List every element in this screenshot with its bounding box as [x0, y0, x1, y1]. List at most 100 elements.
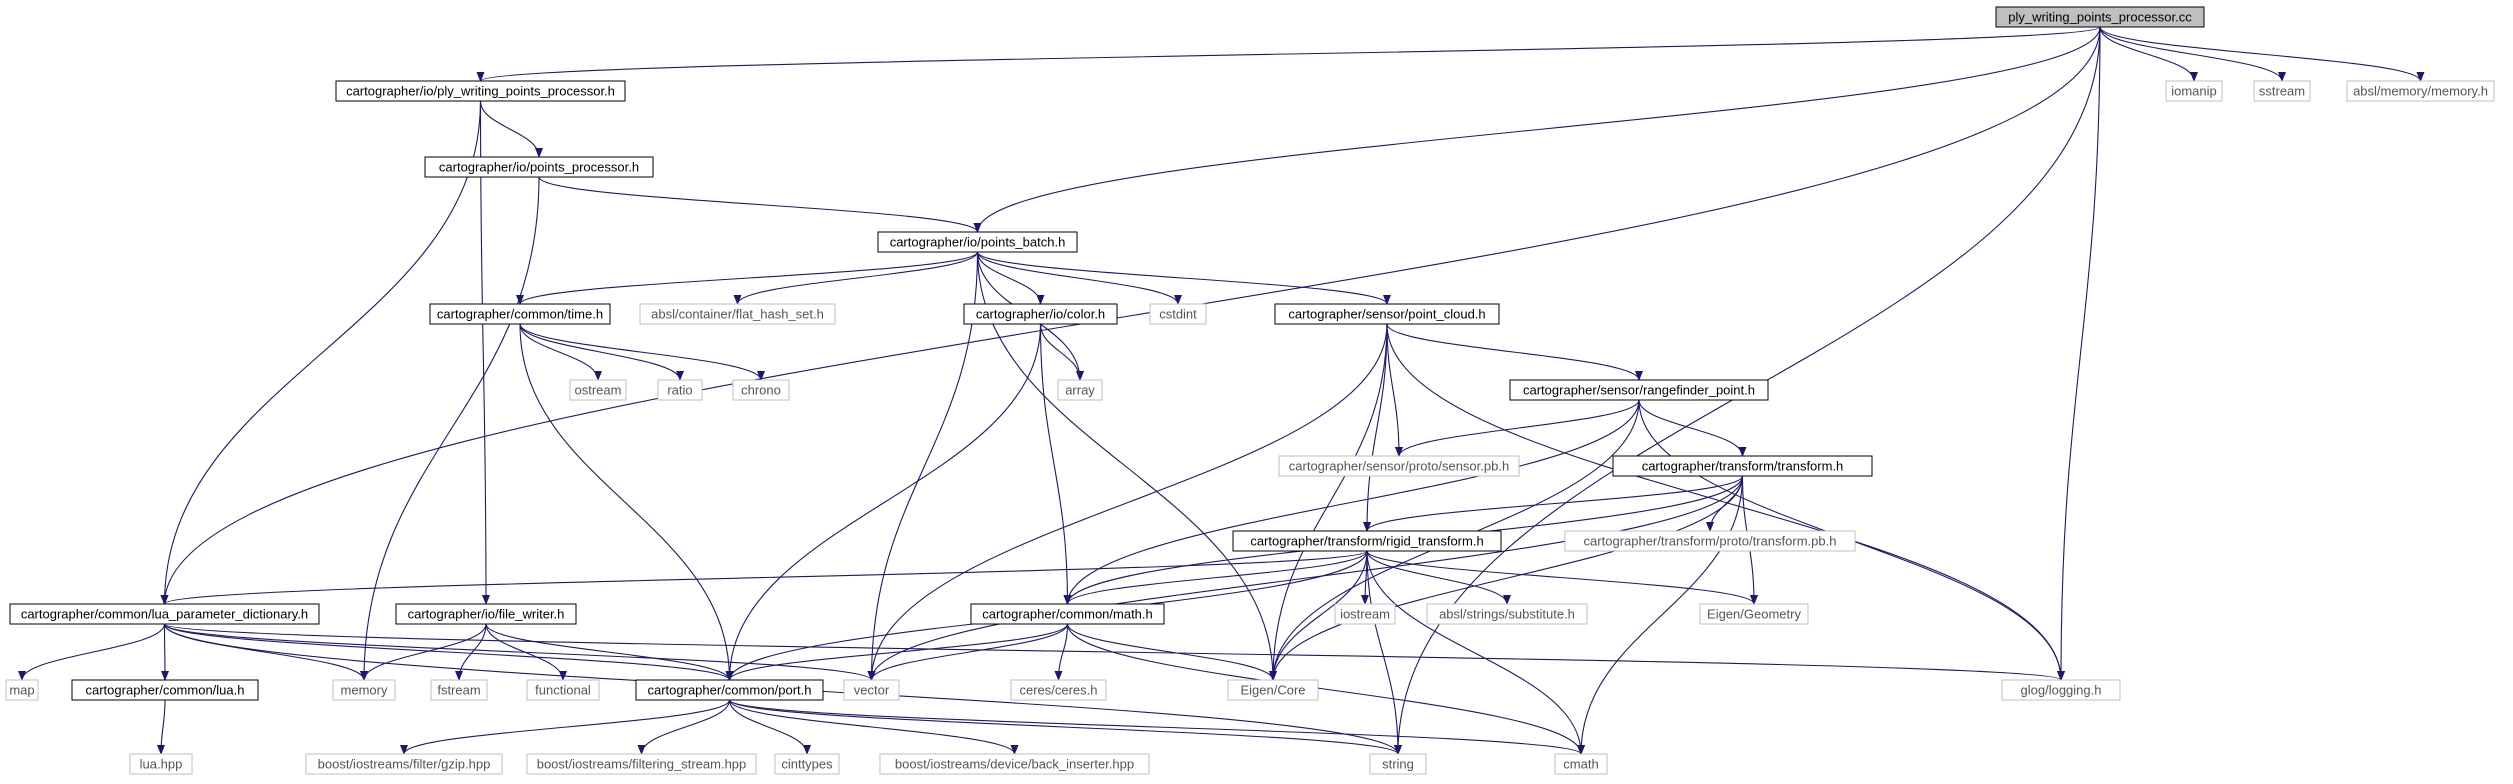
node-cartographer-common-time-h[interactable]: cartographer/common/time.h [429, 303, 611, 325]
edge-rigid-to-eigen_geo [1366, 550, 1758, 605]
edge-rangefinder-to-math_h [1063, 399, 1640, 605]
node-label: iomanip [2171, 84, 2217, 99]
edge-rigid-to-substitute [1366, 550, 1511, 605]
node-box [1057, 379, 1103, 401]
node-cartographer-transform-transform-h[interactable]: cartographer/transform/transform.h [1612, 455, 1873, 477]
node-box [2253, 80, 2311, 102]
node-box [2346, 80, 2495, 102]
edge-file_writer-to-functional [485, 623, 567, 681]
node-cartographer-common-lua-parameter-dictionary-h[interactable]: cartographer/common/lua_parameter_dictio… [9, 603, 320, 625]
node-label: memory [341, 683, 388, 698]
edge-color_h-to-math_h [1039, 323, 1072, 605]
node-label: cartographer/io/ply_writing_points_proce… [346, 84, 615, 99]
edge-root-to-lua_param [160, 26, 2101, 605]
node-box [1227, 679, 1319, 701]
node-label: boost/iostreams/filtering_stream.hpp [537, 757, 747, 772]
node-label: cartographer/sensor/proto/sensor.pb.h [1289, 459, 1509, 474]
edge-transform_h-to-cmath [1577, 475, 1744, 755]
node-cartographer-sensor-point-cloud-h[interactable]: cartographer/sensor/point_cloud.h [1274, 303, 1500, 325]
node-box [843, 679, 900, 701]
node-label: cartographer/common/math.h [982, 607, 1153, 622]
edge-pwpp_h-to-file_writer [479, 100, 490, 605]
node-label: Eigen/Geometry [1707, 607, 1801, 622]
node-cinttypes: cinttypes [774, 753, 840, 775]
node-box [526, 679, 600, 701]
edge-points_batch-to-cstdint [976, 251, 1182, 305]
node-cmath: cmath [1554, 753, 1608, 775]
edge-point_cloud-to-rangefinder [1386, 323, 1643, 381]
node-cartographer-io-points-processor-h[interactable]: cartographer/io/points_processor.h [424, 156, 654, 178]
node-ratio: ratio [657, 379, 703, 401]
node-ostream: ostream [569, 379, 627, 401]
edge-pwpp_h-to-lua_param [160, 100, 482, 605]
node-boost-iostreams-device-back-inserter-hpp: boost/iostreams/device/back_inserter.hpp [879, 753, 1150, 775]
node-cartographer-io-points-batch-h[interactable]: cartographer/io/points_batch.h [877, 231, 1078, 253]
node-box [429, 303, 611, 325]
edge-root-to-pwpp_h [477, 26, 2101, 82]
node-label: cartographer/common/lua.h [86, 683, 245, 698]
node-label: cartographer/transform/proto/transform.p… [1584, 534, 1837, 549]
node-cartographer-sensor-rangefinder-point-h[interactable]: cartographer/sensor/rangefinder_point.h [1509, 379, 1769, 401]
edge-time_h-to-ratio [519, 323, 684, 381]
edge-lua_param-to-memory [163, 623, 368, 681]
node-ply-writing-points-processor-cc[interactable]: ply_writing_points_processor.cc [1995, 6, 2205, 28]
node-vector: vector [843, 679, 900, 701]
node-label: cartographer/common/lua_parameter_dictio… [21, 607, 308, 622]
node-box [970, 603, 1165, 625]
node-box [1334, 603, 1396, 625]
edge-rigid-to-string [1366, 550, 1402, 755]
node-label: cartographer/sensor/rangefinder_point.h [1523, 383, 1755, 398]
node-cartographer-io-ply-writing-points-processor-h[interactable]: cartographer/io/ply_writing_points_proce… [335, 80, 626, 102]
edge-file_writer-to-fstream [455, 623, 487, 681]
edge-root-to-absl_memory [2099, 26, 2425, 82]
edge-points_batch-to-time_h [516, 251, 979, 305]
dependency-nodes: ply_writing_points_processor.cc cartograp… [5, 6, 2495, 775]
node-box [2001, 679, 2121, 701]
edge-math_h-to-vector [867, 623, 1069, 681]
node-cartographer-io-file-writer-h[interactable]: cartographer/io/file_writer.h [395, 603, 577, 625]
node-cartographer-common-lua-h[interactable]: cartographer/common/lua.h [71, 679, 259, 701]
edge-point_cloud-to-sensor_pb [1386, 323, 1403, 457]
edge-points_processor-to-memory [360, 176, 540, 681]
node-eigen-core: Eigen/Core [1227, 679, 1319, 701]
node-cartographer-transform-proto-transform-pb-h: cartographer/transform/proto/transform.p… [1564, 530, 1856, 552]
edge-math_h-to-eigen_core [1066, 623, 1277, 681]
edge-point_cloud-to-eigen_core [1269, 323, 1388, 681]
node-box [430, 679, 488, 701]
node-box [9, 603, 320, 625]
edge-port_h-to-cinttypes [728, 699, 811, 755]
edge-math_h-to-port_h [725, 623, 1069, 681]
node-cartographer-transform-rigid-transform-h[interactable]: cartographer/transform/rigid_transform.h [1232, 530, 1502, 552]
node-box [335, 80, 626, 102]
node-label: cartographer/transform/rigid_transform.h [1250, 534, 1483, 549]
edge-lua_h-to-lua_hpp [157, 699, 166, 755]
node-label: ceres/ceres.h [1019, 683, 1097, 698]
node-box [1232, 530, 1502, 552]
node-fstream: fstream [430, 679, 488, 701]
edge-points_batch-to-color_h [976, 251, 1045, 305]
node-memory: memory [332, 679, 396, 701]
node-box [1274, 303, 1500, 325]
edge-root-to-iomanip [2099, 26, 2198, 82]
node-label: absl/strings/substitute.h [1439, 607, 1575, 622]
edge-point_cloud-to-rigid [1363, 323, 1388, 532]
node-label: cartographer/io/file_writer.h [408, 607, 565, 622]
node-box [1426, 603, 1588, 625]
node-label: sstream [2259, 84, 2305, 99]
node-box [424, 156, 654, 178]
node-box [1369, 753, 1427, 775]
node-label: string [1382, 757, 1414, 772]
node-box [639, 303, 836, 325]
node-label: cartographer/io/points_processor.h [439, 160, 639, 175]
node-label: cartographer/transform/transform.h [1642, 459, 1844, 474]
node-label: cartographer/common/port.h [647, 683, 811, 698]
node-cartographer-common-math-h[interactable]: cartographer/common/math.h [970, 603, 1165, 625]
node-box [526, 753, 757, 775]
edge-root-to-glog [2057, 26, 2101, 681]
node-box [1149, 303, 1207, 325]
edge-rangefinder-to-sensor_pb [1395, 399, 1640, 457]
node-cartographer-io-color-h[interactable]: cartographer/io/color.h [963, 303, 1118, 325]
edge-root-to-points_batch [973, 26, 2101, 233]
node-label: functional [535, 683, 591, 698]
node-cartographer-common-port-h[interactable]: cartographer/common/port.h [635, 679, 824, 701]
